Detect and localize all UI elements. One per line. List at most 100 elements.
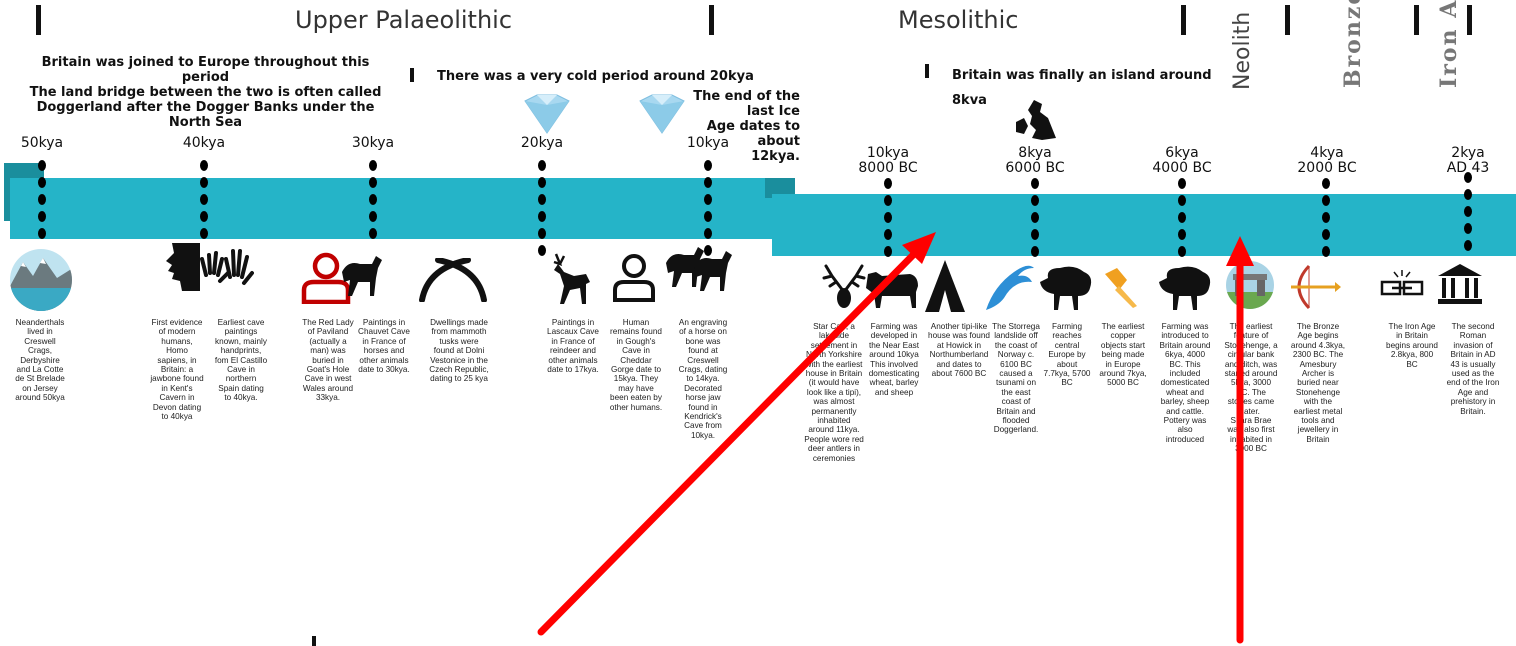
timeline-dot — [1178, 195, 1186, 206]
caption-dolni-vestonice: Dwellings made from mammoth tusks were f… — [429, 318, 489, 384]
timeline-dot — [38, 211, 46, 222]
timeline-dot — [1031, 178, 1039, 189]
timeline-dot — [200, 211, 208, 222]
timeline-dot — [1031, 229, 1039, 240]
timeline-dot — [884, 246, 892, 257]
red-lady-person-icon — [301, 252, 351, 304]
timeline-dot — [538, 160, 546, 171]
caption-star-carr: Star Carr, a lakeside settlement in Nort… — [804, 322, 864, 463]
timeline-dot — [1322, 246, 1330, 257]
partial-glyph — [312, 636, 316, 646]
timeline-dot — [538, 228, 546, 239]
timeline-dot — [538, 177, 546, 188]
timeline-dot — [1322, 229, 1330, 240]
bow-arrow-icon — [1291, 264, 1341, 310]
timeline-dot — [38, 194, 46, 205]
period-mesolithic: Mesolithic — [898, 6, 1019, 34]
timeline-dot — [704, 211, 712, 222]
timeline-dot — [1178, 178, 1186, 189]
timeline-dot — [38, 177, 46, 188]
mountain-lake-icon — [10, 249, 72, 311]
timeline-dot — [369, 228, 377, 239]
period-divider — [1285, 5, 1290, 35]
timeline-band-right — [772, 194, 1516, 256]
timeline-dot — [38, 228, 46, 239]
horses-group-icon — [666, 247, 732, 291]
timeline-dot — [704, 245, 712, 256]
caption-howick: Another tipi-like house was found at How… — [928, 322, 990, 379]
mammoth-tusk-dwelling-icon — [419, 258, 487, 302]
deer-antlers-icon — [822, 264, 866, 308]
red-arrow — [537, 246, 922, 636]
human-remains-person-icon — [613, 254, 655, 302]
timeline-dot — [369, 194, 377, 205]
timeline-dot — [704, 177, 712, 188]
timeline-dot — [1031, 195, 1039, 206]
note-marker — [925, 64, 929, 78]
caption-farming-central-europe: Farming reaches central Europe by about … — [1043, 322, 1091, 388]
timeline-dot — [369, 160, 377, 171]
timeline-dot — [884, 195, 892, 206]
caption-red-lady: The Red Lady of Paviland (actually a man… — [302, 318, 354, 403]
date-10kya: 10kya — [686, 135, 730, 151]
caption-cave-paintings: Earliest cave paintings known, mainly ha… — [214, 318, 268, 403]
caption-modern-humans: First evidence of modern humans, Homo sa… — [150, 318, 204, 422]
timeline-band-right-fold — [765, 178, 795, 198]
cold-period-note: There was a very cold period around 20ky… — [437, 69, 754, 84]
timeline-dot — [369, 211, 377, 222]
timeline-dot — [200, 160, 208, 171]
timeline-dot — [1464, 223, 1472, 234]
caption-copper: The earliest copper objects start being … — [1099, 322, 1147, 388]
period-upper-palaeolithic: Upper Palaeolithic — [295, 6, 513, 34]
period-divider — [1467, 5, 1472, 35]
handprints-icon — [200, 249, 254, 285]
caption-iron-age: The Iron Age in Britain begins around 2.… — [1386, 322, 1438, 369]
caption-goughs-cave: Human remains found in Gough's Cave in C… — [609, 318, 663, 412]
timeline-dot — [884, 212, 892, 223]
caption-roman-invasion: The second Roman invasion of Britain in … — [1446, 322, 1500, 416]
period-divider — [709, 5, 714, 35]
iron-chain-icon — [1380, 270, 1424, 296]
timeline-dot — [1178, 246, 1186, 257]
roman-temple-icon — [1438, 264, 1482, 304]
red-arrow-head — [1226, 236, 1254, 266]
date-10kya-8000bc: 10kya 8000 BC — [858, 145, 918, 176]
timeline-band-left — [10, 178, 788, 239]
date-50kya: 50kya — [20, 135, 64, 151]
date-8kya-6000bc: 8kya 6000 BC — [1005, 145, 1065, 176]
caption-farming-britain: Farming was introduced to Britain around… — [1159, 322, 1211, 444]
timeline-dot — [538, 245, 546, 256]
timeline-dot — [704, 228, 712, 239]
horse-icon — [342, 256, 382, 296]
timeline-dot — [1464, 172, 1472, 183]
ice-age-note: The end of the last Ice Age dates to abo… — [693, 89, 800, 164]
red-arrow-head — [902, 232, 936, 264]
timeline-dot — [1322, 178, 1330, 189]
caption-lascaux: Paintings in Lascaux Cave in France of r… — [547, 318, 599, 375]
timeline-dot — [1464, 240, 1472, 251]
period-divider — [1181, 5, 1186, 35]
timeline-dot — [200, 194, 208, 205]
date-2kya-ad43: 2kya AD 43 — [1446, 145, 1490, 176]
tipi-icon — [925, 260, 965, 312]
timeline-dot — [1031, 246, 1039, 257]
caption-neanderthals: Neanderthals lived in Creswell Crags, De… — [15, 318, 65, 403]
sheep-icon — [1159, 266, 1211, 310]
doggerland-note: Britain was joined to Europe throughout … — [29, 55, 382, 130]
caption-farming-near-east: Farming was developed in the Near East a… — [868, 322, 920, 397]
timeline-dot — [200, 228, 208, 239]
ice-crystal-icon — [639, 94, 685, 134]
timeline-dot — [1031, 212, 1039, 223]
timeline-dot — [369, 177, 377, 188]
timeline-dot — [1178, 212, 1186, 223]
timeline-dot — [538, 194, 546, 205]
caption-storrega: The Storrega landslide off the coast of … — [992, 322, 1040, 435]
date-40kya: 40kya — [182, 135, 226, 151]
timeline-dot — [704, 194, 712, 205]
caption-bronze-age: The Bronze Age begins around 4.3kya, 230… — [1290, 322, 1346, 444]
britain-map-icon — [1016, 100, 1056, 140]
timeline-dot — [884, 229, 892, 240]
timeline-dot — [704, 160, 712, 171]
timeline-dot — [1464, 206, 1472, 217]
date-20kya: 20kya — [520, 135, 564, 151]
